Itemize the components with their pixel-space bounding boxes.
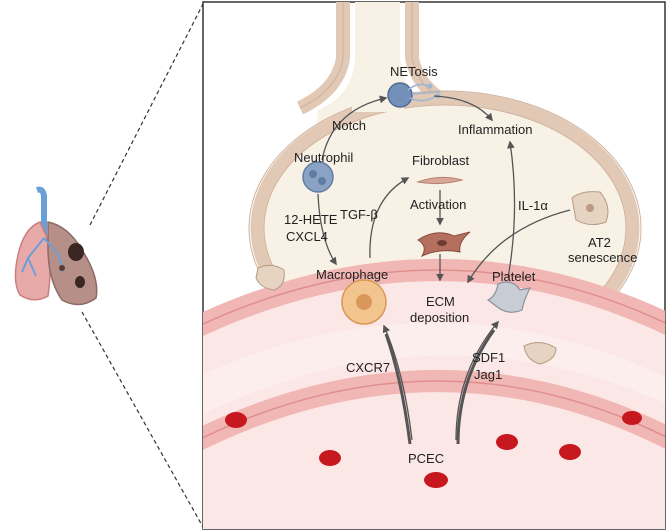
neutrophil-cell-icon xyxy=(302,161,334,193)
label-tgfb: TGF-β xyxy=(340,207,378,222)
label-il1a: IL-1α xyxy=(518,198,548,213)
label-activation: Activation xyxy=(410,197,466,212)
label-fibroblast: Fibroblast xyxy=(412,153,469,168)
label-senescence: senescence xyxy=(568,250,637,265)
zoom-line-bottom xyxy=(81,311,204,528)
at2-senescent-cell-icon xyxy=(255,191,609,365)
label-neutrophil: Neutrophil xyxy=(294,150,353,165)
label-12hete: 12-HETE xyxy=(284,212,338,227)
label-jag1: Jag1 xyxy=(474,367,502,382)
label-macrophage: Macrophage xyxy=(316,267,388,282)
label-deposition: deposition xyxy=(410,310,469,325)
macrophage-cell-icon xyxy=(341,279,387,325)
label-pcec: PCEC xyxy=(408,451,444,466)
label-at2: AT2 xyxy=(588,235,611,250)
label-ecm: ECM xyxy=(426,294,455,309)
activated-fibroblast-icon xyxy=(417,231,471,258)
red-blood-cell-icon xyxy=(225,411,642,488)
label-cxcl4: CXCL4 xyxy=(286,229,328,244)
label-platelet: Platelet xyxy=(492,269,536,284)
platelet-cell-icon xyxy=(486,281,532,313)
zoom-line-top xyxy=(89,3,204,226)
label-sdf1: SDF1 xyxy=(472,350,505,365)
label-netosis: NETosis xyxy=(390,64,438,79)
label-cxcr7: CXCR7 xyxy=(346,360,390,375)
blood-vessel xyxy=(203,270,665,529)
label-inflammation: Inflammation xyxy=(458,122,532,137)
netosis-cell-icon xyxy=(387,82,441,108)
pcec-thick-arrows xyxy=(384,329,496,445)
label-notch: Notch xyxy=(332,118,366,133)
fibroblast-cell-icon xyxy=(416,176,464,185)
lung-icon xyxy=(14,186,98,306)
